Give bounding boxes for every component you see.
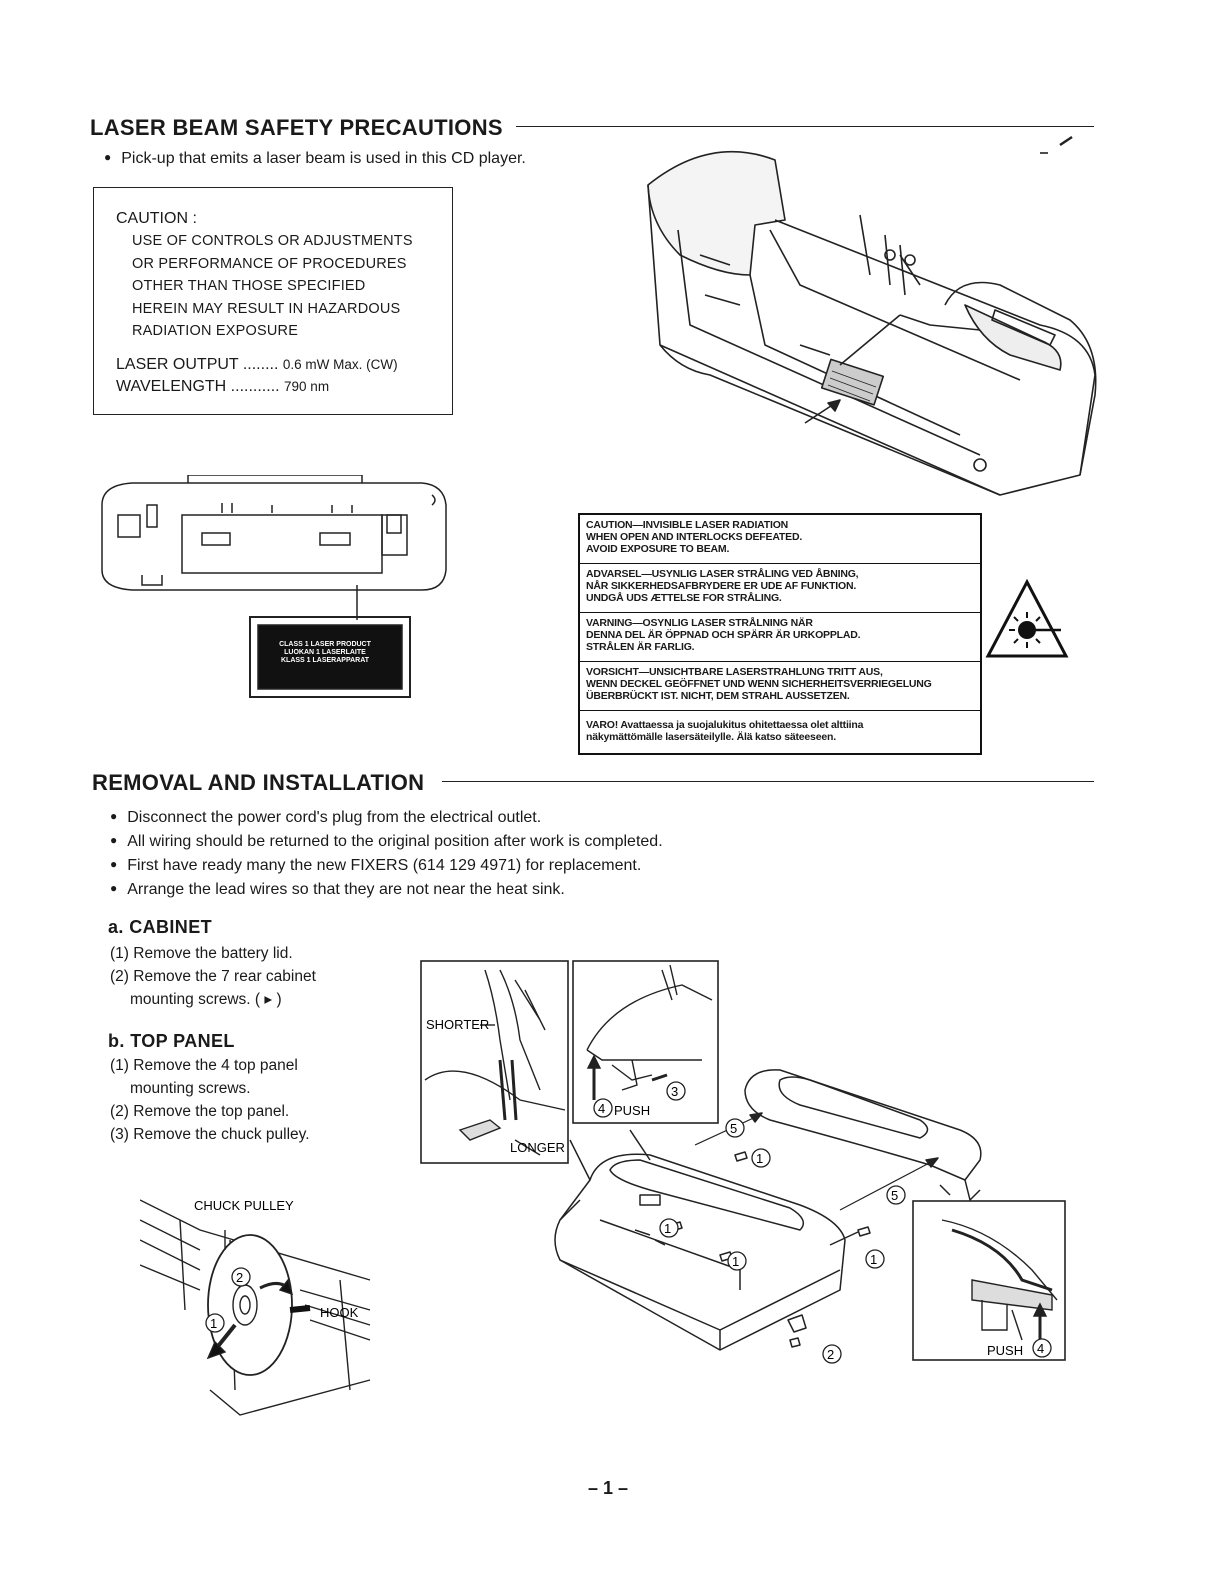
laser-specs: LASER OUTPUT ........ 0.6 mW Max. (CW) W… xyxy=(116,354,398,398)
svg-text:5: 5 xyxy=(891,1188,898,1203)
laser-output-value: 0.6 mW Max. (CW) xyxy=(282,357,398,372)
caution-line: OR PERFORMANCE OF PROCEDURES xyxy=(132,255,407,272)
chuck-pulley-illustration: CHUCK PULLEY 2 1 HOOK xyxy=(140,1198,371,1416)
class1-label: CLASS 1 LASER PRODUCT LUOKAN 1 LASERLAIT… xyxy=(262,641,388,665)
caution-line: USE OF CONTROLS OR ADJUSTMENTS xyxy=(132,233,413,249)
push-label-left: PUSH xyxy=(614,1103,650,1118)
cabinet-step: (2) Remove the 7 rear cabinet xyxy=(110,968,316,985)
top-panel-step: (1) Remove the 4 top panel xyxy=(110,1057,298,1074)
warning-line: CAUTION—INVISIBLE LASER RADIATION xyxy=(586,519,789,531)
title-rule xyxy=(516,126,1094,127)
laser-hazard-icon xyxy=(985,578,1069,658)
warning-danish: ADVARSEL—USYNLIG LASER STRÅLING VED ÅBNI… xyxy=(580,564,980,613)
rear-unit-illustration xyxy=(101,475,447,698)
longer-label: LONGER xyxy=(510,1140,565,1155)
chuck-pulley-label: CHUCK PULLEY xyxy=(194,1198,294,1213)
page-number: – 1 – xyxy=(588,1478,629,1498)
class1-line: CLASS 1 LASER PRODUCT xyxy=(279,641,371,648)
laser-output-label: LASER OUTPUT ........ xyxy=(116,356,279,373)
top-panel-step: (3) Remove the chuck pulley. xyxy=(110,1126,310,1143)
warning-line: STRÅLEN ÄR FARLIG. xyxy=(586,641,695,653)
warning-line: DENNA DEL ÄR ÖPPNAD OCH SPÄRR ÄR URKOPPL… xyxy=(586,629,861,641)
svg-text:1: 1 xyxy=(664,1221,671,1236)
warning-line: NÅR SIKKERHEDSAFBRYDERE ER UDE AF FUNKTI… xyxy=(586,580,857,592)
warning-line: VARO! Avattaessa ja suojalukitus ohitett… xyxy=(586,719,864,731)
svg-text:2: 2 xyxy=(236,1270,243,1285)
warning-line: WHEN OPEN AND INTERLOCKS DEFEATED. xyxy=(586,531,803,543)
push-label-right: PUSH xyxy=(987,1343,1023,1358)
class1-line: LUOKAN 1 LASERLAITE xyxy=(284,649,366,656)
shorter-label: SHORTER xyxy=(426,1017,489,1032)
svg-text:1: 1 xyxy=(870,1252,877,1267)
removal-section-title: REMOVAL AND INSTALLATION xyxy=(92,770,425,795)
laser-section-title: LASER BEAM SAFETY PRECAUTIONS xyxy=(90,115,503,140)
class1-line: KLASS 1 LASERAPPARAT xyxy=(280,657,370,664)
svg-text:2: 2 xyxy=(827,1347,834,1362)
push-inset-right: PUSH 4 xyxy=(912,1200,1066,1361)
cabinet-heading: a. CABINET xyxy=(108,917,213,937)
warning-line: WENN DECKEL GEÖFFNET UND WENN SICHERHEIT… xyxy=(586,678,932,690)
top-panel-exploded-diagram: 5 1 5 1 1 1 2 xyxy=(554,1069,982,1364)
top-panel-heading: b. TOP PANEL xyxy=(108,1031,235,1051)
hook-label: HOOK xyxy=(320,1305,359,1320)
warning-english: CAUTION—INVISIBLE LASER RADIATION WHEN O… xyxy=(580,515,980,564)
warning-line: VORSICHT—UNSICHTBARE LASERSTRAHLUNG TRIT… xyxy=(586,666,883,678)
warning-label-table: CAUTION—INVISIBLE LASER RADIATION WHEN O… xyxy=(578,513,982,755)
top-panel-steps: (1) Remove the 4 top panel mounting scre… xyxy=(110,1054,310,1146)
removal-bullet: Disconnect the power cord's plug from th… xyxy=(110,806,663,830)
cabinet-step: (1) Remove the battery lid. xyxy=(110,945,293,962)
removal-bullet: Arrange the lead wires so that they are … xyxy=(110,878,663,902)
svg-text:1: 1 xyxy=(210,1316,217,1331)
caution-heading: CAUTION : xyxy=(116,210,197,227)
caution-line: HEREIN MAY RESULT IN HAZARDOUS xyxy=(132,300,401,317)
push-inset-left: 3 4 PUSH xyxy=(572,960,719,1124)
svg-text:3: 3 xyxy=(671,1084,678,1099)
caution-line: OTHER THAN THOSE SPECIFIED xyxy=(132,278,366,294)
svg-text:1: 1 xyxy=(732,1254,739,1269)
svg-text:4: 4 xyxy=(1037,1341,1044,1356)
removal-bullets: Disconnect the power cord's plug from th… xyxy=(110,806,663,902)
wavelength-label: WAVELENGTH ........... xyxy=(116,378,280,395)
warning-line: AVOID EXPOSURE TO BEAM. xyxy=(586,543,730,555)
wavelength-value: 790 nm xyxy=(284,379,330,394)
top-panel-step: mounting screws. xyxy=(130,1080,251,1097)
warning-finnish: VARO! Avattaessa ja suojalukitus ohitett… xyxy=(580,711,980,759)
warning-german: VORSICHT—UNSICHTBARE LASERSTRAHLUNG TRIT… xyxy=(580,662,980,711)
removal-bullet: First have ready many the new FIXERS (61… xyxy=(110,854,663,878)
top-panel-step: (2) Remove the top panel. xyxy=(110,1103,290,1120)
svg-text:1: 1 xyxy=(756,1151,763,1166)
warning-line: VARNING—OSYNLIG LASER STRÅLNING NÄR xyxy=(586,617,813,629)
svg-text:5: 5 xyxy=(730,1121,737,1136)
cabinet-steps: (1) Remove the battery lid. (2) Remove t… xyxy=(110,942,316,1011)
warning-line: UNDGÅ UDS ÆTTELSE FOR STRÅLING. xyxy=(586,592,782,604)
cabinet-illustration xyxy=(647,135,1097,496)
warning-line: näkymättömälle lasersäteilylle. Älä kats… xyxy=(586,731,836,743)
caution-line: RADIATION EXPOSURE xyxy=(132,323,299,339)
caution-box: CAUTION : USE OF CONTROLS OR ADJUSTMENTS… xyxy=(93,187,453,415)
warning-line: ADVARSEL—USYNLIG LASER STRÅLING VED ÅBNI… xyxy=(586,568,859,580)
warning-swedish: VARNING—OSYNLIG LASER STRÅLNING NÄR DENN… xyxy=(580,613,980,662)
warning-line: ÜBERBRÜCKT IST. NICHT, DEM STRAHL AUSSET… xyxy=(586,690,850,702)
screw-length-inset: SHORTER LONGER xyxy=(420,960,569,1164)
title-rule xyxy=(442,781,1094,782)
svg-text:4: 4 xyxy=(598,1101,605,1116)
caution-text: USE OF CONTROLS OR ADJUSTMENTS OR PERFOR… xyxy=(132,230,413,343)
removal-bullet: All wiring should be returned to the ori… xyxy=(110,830,662,854)
cabinet-step: mounting screws. ( ▸ ) xyxy=(130,991,282,1008)
laser-bullet: Pick-up that emits a laser beam is used … xyxy=(104,150,526,168)
